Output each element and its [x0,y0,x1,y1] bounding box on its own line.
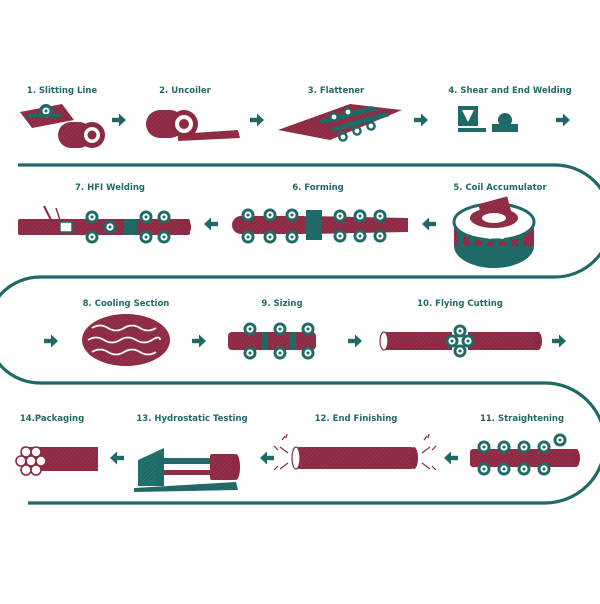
step-label-6: 6. Forming [292,183,344,193]
cooling-section-icon [82,314,170,366]
flow-arrow-8-9 [192,334,206,348]
flow-arrow-2-3 [250,113,264,127]
shear-welding-icon [458,106,518,132]
step-label-3: 3. Flattener [307,86,365,96]
flow-arrow-13-14 [110,451,124,465]
flow-arrow-3-4 [414,113,428,127]
packaging-icon [15,446,98,476]
flying-cutting-icon [379,324,542,358]
flow-arrow-5-6 [422,217,436,231]
step-label-1: 1. Slitting Line [26,86,98,96]
step-label-4: 4. Shear and End Welding [448,86,572,96]
step-label-14: 14.Packaging [19,414,85,424]
flow-arrow-7-8 [44,334,58,348]
straightening-icon [470,433,580,476]
forming-icon [232,208,408,244]
hydrostatic-testing-icon [134,448,240,492]
flow-arrow-10-11 [552,334,566,348]
end-finishing-icon [273,433,437,471]
flow-arrow-4-5 [556,113,570,127]
step-label-2: 2. Uncoiler [159,86,211,96]
step-label-11: 11. Straightening [479,414,565,424]
step-label-10: 10. Flying Cutting [417,299,503,309]
step-label-9: 9. Sizing [261,299,303,309]
uncoiler-icon [146,110,240,141]
flow-arrow-6-7 [204,217,218,231]
flow-arrow-11-12 [444,451,458,465]
flattener-icon [278,104,402,142]
step-label-12: 12. End Finishing [314,414,398,424]
flow-arrow-12-13 [260,451,274,465]
step-label-8: 8. Cooling Section [82,299,170,309]
step-label-5: 5. Coil Accumulator [453,183,547,193]
hfi-welding-icon [18,205,191,244]
flow-arrow-1-2 [112,113,126,127]
coil-accumulator-icon [452,196,536,268]
step-label-13: 13. Hydrostatic Testing [136,414,248,424]
step-label-7: 7. HFI Welding [74,183,146,193]
flow-arrow-9-10 [348,334,362,348]
slitting-line-icon [20,104,105,148]
sizing-icon [228,322,316,360]
